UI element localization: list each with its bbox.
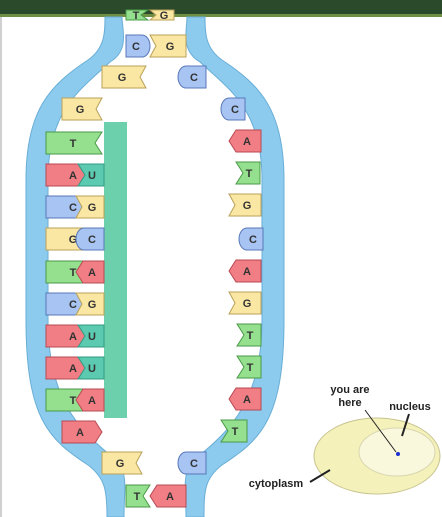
svg-text:C: C bbox=[69, 299, 77, 311]
rna-base: U bbox=[77, 163, 105, 187]
base-right: C bbox=[177, 65, 207, 89]
nucleus-shape bbox=[358, 427, 436, 477]
base-right: A bbox=[228, 129, 262, 153]
svg-text:A: A bbox=[243, 266, 251, 278]
svg-text:A: A bbox=[88, 395, 96, 407]
base-right: G bbox=[148, 9, 175, 22]
svg-text:G: G bbox=[69, 234, 78, 246]
rna-base: U bbox=[77, 324, 105, 348]
svg-text:T: T bbox=[134, 491, 141, 503]
rna-base: A bbox=[75, 388, 105, 412]
svg-text:T: T bbox=[232, 426, 239, 438]
base-right: C bbox=[238, 227, 264, 251]
svg-text:C: C bbox=[231, 104, 239, 116]
svg-text:A: A bbox=[88, 267, 96, 279]
svg-text:A: A bbox=[76, 427, 84, 439]
base-left: T bbox=[45, 131, 103, 155]
frame-left-edge bbox=[0, 16, 2, 517]
svg-text:G: G bbox=[243, 298, 252, 310]
base-right: C bbox=[177, 451, 207, 475]
svg-text:C: C bbox=[69, 202, 77, 214]
rna-base: G bbox=[75, 195, 105, 219]
svg-text:A: A bbox=[69, 363, 77, 375]
svg-text:C: C bbox=[190, 72, 198, 84]
svg-text:G: G bbox=[88, 202, 97, 214]
rna-base: G bbox=[75, 292, 105, 316]
svg-text:C: C bbox=[190, 458, 198, 470]
svg-text:U: U bbox=[88, 331, 96, 343]
base-right: G bbox=[228, 291, 262, 315]
base-left: G bbox=[61, 97, 103, 121]
cytoplasm-pointer bbox=[309, 469, 331, 483]
nucleus-pointer bbox=[401, 413, 410, 437]
base-right: A bbox=[149, 484, 187, 508]
base-right: G bbox=[228, 193, 262, 217]
svg-text:A: A bbox=[69, 331, 77, 343]
base-right: A bbox=[228, 259, 262, 283]
svg-text:G: G bbox=[76, 104, 85, 116]
svg-text:A: A bbox=[243, 136, 251, 148]
base-left: C bbox=[125, 34, 151, 58]
rna-base: A bbox=[75, 260, 105, 284]
svg-text:A: A bbox=[243, 394, 251, 406]
svg-text:T: T bbox=[247, 330, 254, 342]
svg-text:G: G bbox=[166, 41, 175, 53]
base-right: T bbox=[235, 161, 261, 185]
base-right: T bbox=[236, 323, 262, 347]
rna-base: U bbox=[77, 356, 105, 380]
base-right: T bbox=[236, 355, 262, 379]
nucleus-label: nucleus bbox=[389, 401, 431, 413]
svg-text:C: C bbox=[249, 234, 257, 246]
svg-text:T: T bbox=[70, 267, 77, 279]
header-stripe bbox=[0, 14, 442, 17]
svg-text:U: U bbox=[88, 170, 96, 182]
cytoplasm-label: cytoplasm bbox=[249, 478, 304, 490]
location-dot bbox=[396, 452, 400, 456]
base-right: C bbox=[220, 97, 246, 121]
svg-text:C: C bbox=[132, 41, 140, 53]
you-are-here-pointer bbox=[364, 409, 397, 453]
svg-text:U: U bbox=[88, 363, 96, 375]
svg-text:G: G bbox=[243, 200, 252, 212]
svg-text:A: A bbox=[69, 170, 77, 182]
base-right: G bbox=[149, 34, 187, 58]
base-left: A bbox=[61, 420, 103, 444]
base-left: T bbox=[125, 9, 150, 22]
svg-text:G: G bbox=[160, 10, 169, 22]
base-right: A bbox=[228, 387, 262, 411]
svg-text:T: T bbox=[133, 10, 140, 22]
base-left: G bbox=[101, 65, 147, 89]
svg-text:T: T bbox=[70, 395, 77, 407]
svg-text:C: C bbox=[88, 234, 96, 246]
base-right: T bbox=[220, 419, 248, 443]
header-bar bbox=[0, 0, 442, 14]
svg-text:G: G bbox=[116, 458, 125, 470]
svg-text:T: T bbox=[70, 138, 77, 150]
svg-text:G: G bbox=[118, 72, 127, 84]
base-left: T bbox=[125, 484, 151, 508]
svg-text:T: T bbox=[247, 362, 254, 374]
svg-text:G: G bbox=[88, 299, 97, 311]
svg-text:T: T bbox=[246, 168, 253, 180]
rna-strand bbox=[104, 122, 127, 418]
base-left: G bbox=[101, 451, 143, 475]
svg-text:A: A bbox=[166, 491, 174, 503]
rna-base: C bbox=[75, 227, 105, 251]
